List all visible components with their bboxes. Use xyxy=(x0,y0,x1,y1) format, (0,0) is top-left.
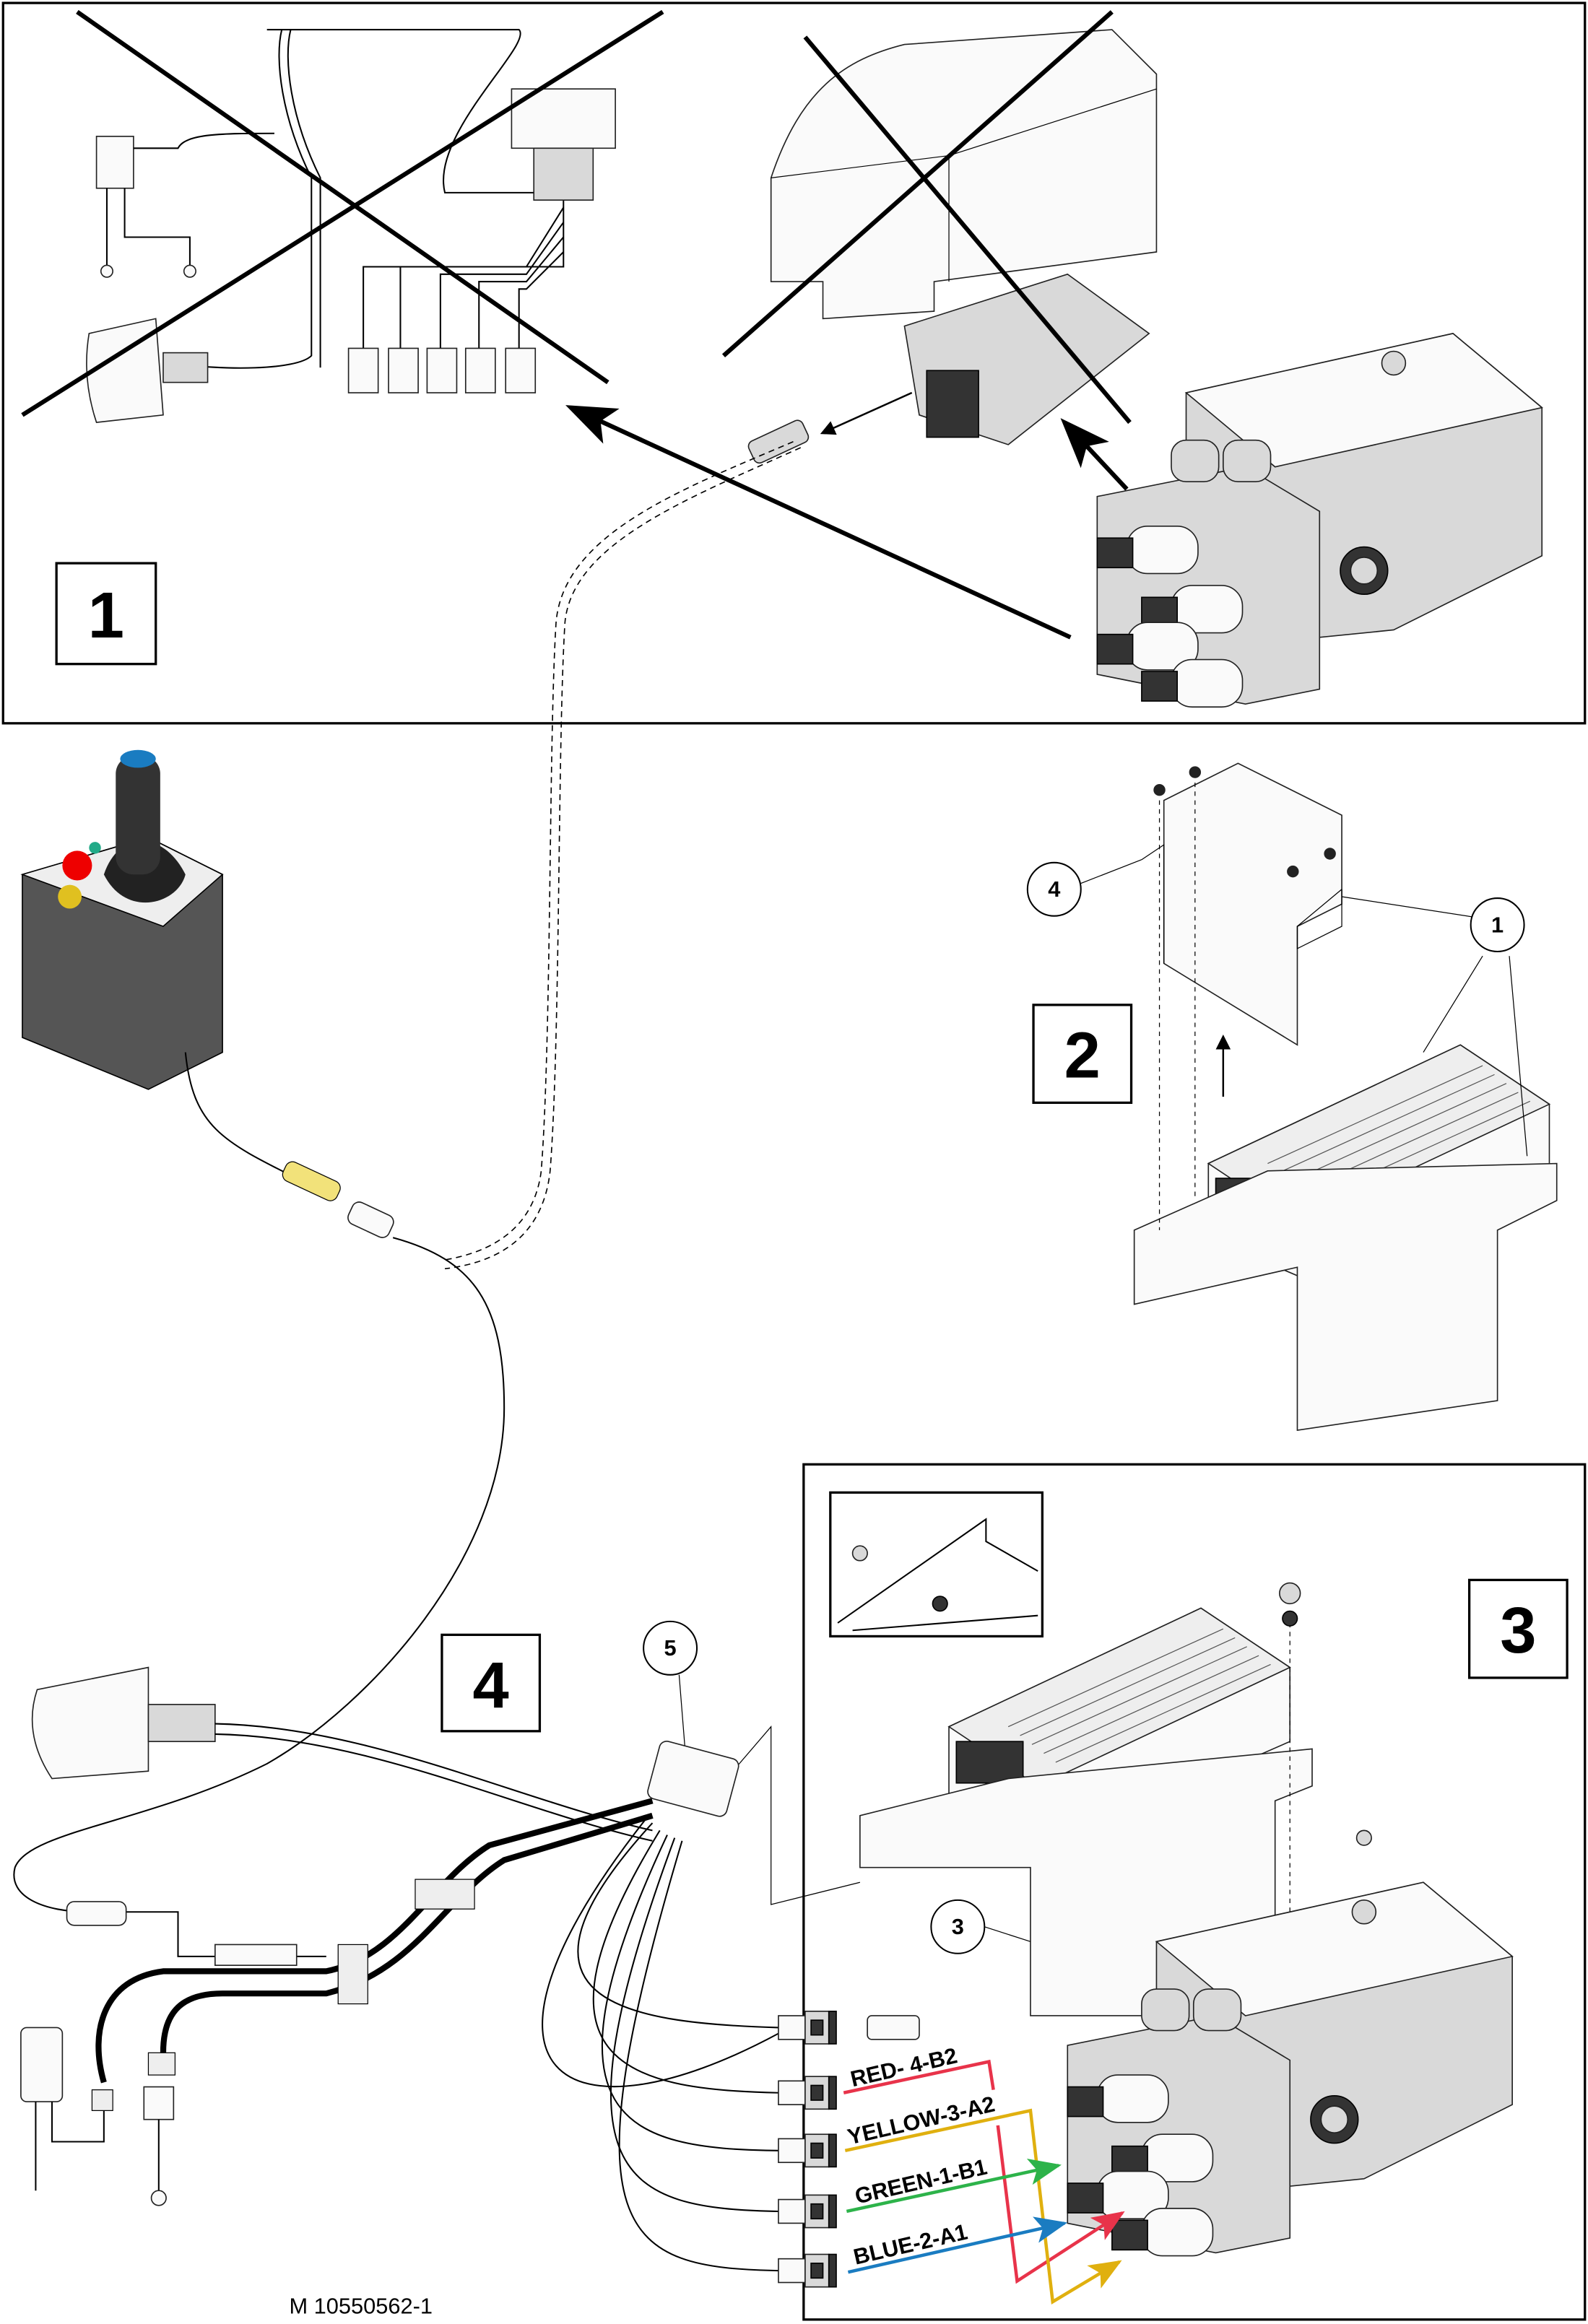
new-harness-drawing xyxy=(20,1666,920,2288)
panel-1-label xyxy=(55,562,157,666)
wire-red xyxy=(843,2059,995,2094)
valve-block xyxy=(1096,332,1543,708)
wire-label-yellow: YELLOW-3-A2 xyxy=(845,2092,997,2150)
replace-arrow xyxy=(1060,418,1129,491)
replace-arrow xyxy=(565,405,1072,640)
old-harness-drawing xyxy=(86,29,616,423)
panel-3-label xyxy=(1467,1578,1569,1679)
panel-1-frame xyxy=(1,1,1587,725)
document-id: M 10550562-1 xyxy=(289,2294,433,2319)
svg-text:1: 1 xyxy=(1491,912,1504,937)
wire-blue xyxy=(847,2216,1068,2274)
svg-text:5: 5 xyxy=(664,1635,677,1661)
callout-5 xyxy=(643,1620,698,1676)
wire-label-blue: BLUE-2-A1 xyxy=(851,2219,970,2269)
cross-out-line xyxy=(21,9,664,417)
wire-label-green: GREEN-1-B1 xyxy=(852,2154,989,2208)
svg-text:4: 4 xyxy=(1048,876,1060,902)
panel-2-number: 2 xyxy=(1064,1019,1101,1092)
panel-3-drawing xyxy=(859,1582,1514,2257)
cross-out-line xyxy=(76,9,609,385)
joystick xyxy=(13,749,506,1913)
panel-4-label xyxy=(441,1633,542,1733)
panel-3-number: 3 xyxy=(1500,1594,1536,1667)
callout-3 xyxy=(930,1899,986,1954)
callout-4 xyxy=(1026,861,1082,917)
cross-out-line xyxy=(803,35,1132,425)
panel-1-number: 1 xyxy=(88,579,124,652)
panel-2-drawing xyxy=(1080,762,1558,1432)
panel-2-label xyxy=(1032,1004,1133,1105)
wire-yellow xyxy=(844,2108,1122,2305)
callout-1 xyxy=(1470,897,1525,953)
panel-3-frame xyxy=(802,1463,1587,2321)
svg-text:3: 3 xyxy=(952,1914,964,1939)
cross-out-line xyxy=(721,10,1114,358)
connector-plug xyxy=(747,419,810,464)
arrow xyxy=(820,391,913,435)
detail-inset xyxy=(829,1491,1044,1638)
cable-route-dashed xyxy=(444,441,794,1261)
panel-4-number: 4 xyxy=(473,1649,509,1722)
wire-green xyxy=(846,2158,1062,2214)
wire-label-red: RED- 4-B2 xyxy=(848,2042,960,2092)
old-control-box-drawing xyxy=(770,29,1158,445)
